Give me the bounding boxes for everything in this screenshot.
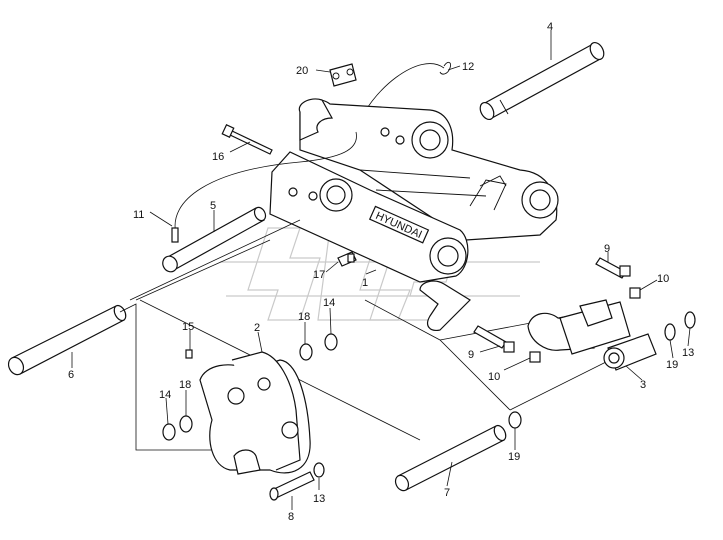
wire-11: [174, 131, 357, 235]
ring-18b: [179, 415, 193, 433]
pin-6: [7, 304, 127, 376]
pin-9a: [595, 257, 631, 279]
callout-labels: 20 12 4 16 11 5 9 10 17 1 14 18 15 2 6 1…: [68, 21, 694, 523]
pin-7: [394, 424, 507, 492]
callout-13a: 13: [682, 347, 694, 359]
r-pin-12: [439, 61, 451, 75]
callout-leaders: [71, 30, 691, 510]
clip-20: [329, 63, 357, 87]
callout-19a: 19: [666, 359, 678, 371]
bolt-17: [337, 251, 357, 267]
bracket-2: [199, 351, 311, 475]
callout-5: 5: [210, 200, 216, 212]
callout-20: 20: [296, 65, 308, 77]
screw-15: [185, 349, 193, 359]
pin-4: [479, 41, 605, 121]
ring-14b: [162, 423, 176, 441]
callout-9a: 9: [604, 243, 610, 255]
callout-7: 7: [444, 487, 450, 499]
callout-16: 16: [212, 151, 224, 163]
wire-pin-11: [171, 227, 179, 243]
cylinder-3: [527, 299, 657, 371]
ring-18a: [299, 343, 313, 361]
callout-18a: 18: [298, 311, 310, 323]
callout-1: 1: [362, 277, 368, 289]
callout-6: 6: [68, 369, 74, 381]
callout-17: 17: [313, 269, 325, 281]
callout-4: 4: [547, 21, 553, 33]
nipple-10a: [629, 287, 641, 299]
pin-9b: [473, 325, 515, 353]
callout-3: 3: [640, 379, 646, 391]
nipple-10b: [529, 351, 541, 363]
coupler-body-1: HYUNDAI: [269, 98, 559, 331]
callout-13b: 13: [313, 493, 325, 505]
callout-19b: 19: [508, 451, 520, 463]
ring-13a: [684, 311, 696, 329]
ring-19a: [664, 323, 676, 341]
ring-13b: [313, 462, 325, 478]
ring-19b: [508, 411, 522, 429]
callout-11: 11: [133, 209, 144, 221]
ring-14a: [324, 333, 338, 351]
callout-10b: 10: [488, 371, 500, 383]
bolt-16: [221, 123, 273, 155]
callout-8: 8: [288, 511, 294, 523]
callout-15: 15: [182, 321, 194, 333]
pin-5: [162, 206, 267, 273]
callout-14a: 14: [323, 297, 335, 309]
callout-18b: 18: [179, 379, 191, 391]
callout-12: 12: [462, 61, 474, 73]
callout-10a: 10: [657, 273, 669, 285]
pin-8: [269, 471, 315, 501]
callout-9b: 9: [468, 349, 474, 361]
callout-14b: 14: [159, 389, 171, 401]
callout-2: 2: [254, 322, 260, 334]
